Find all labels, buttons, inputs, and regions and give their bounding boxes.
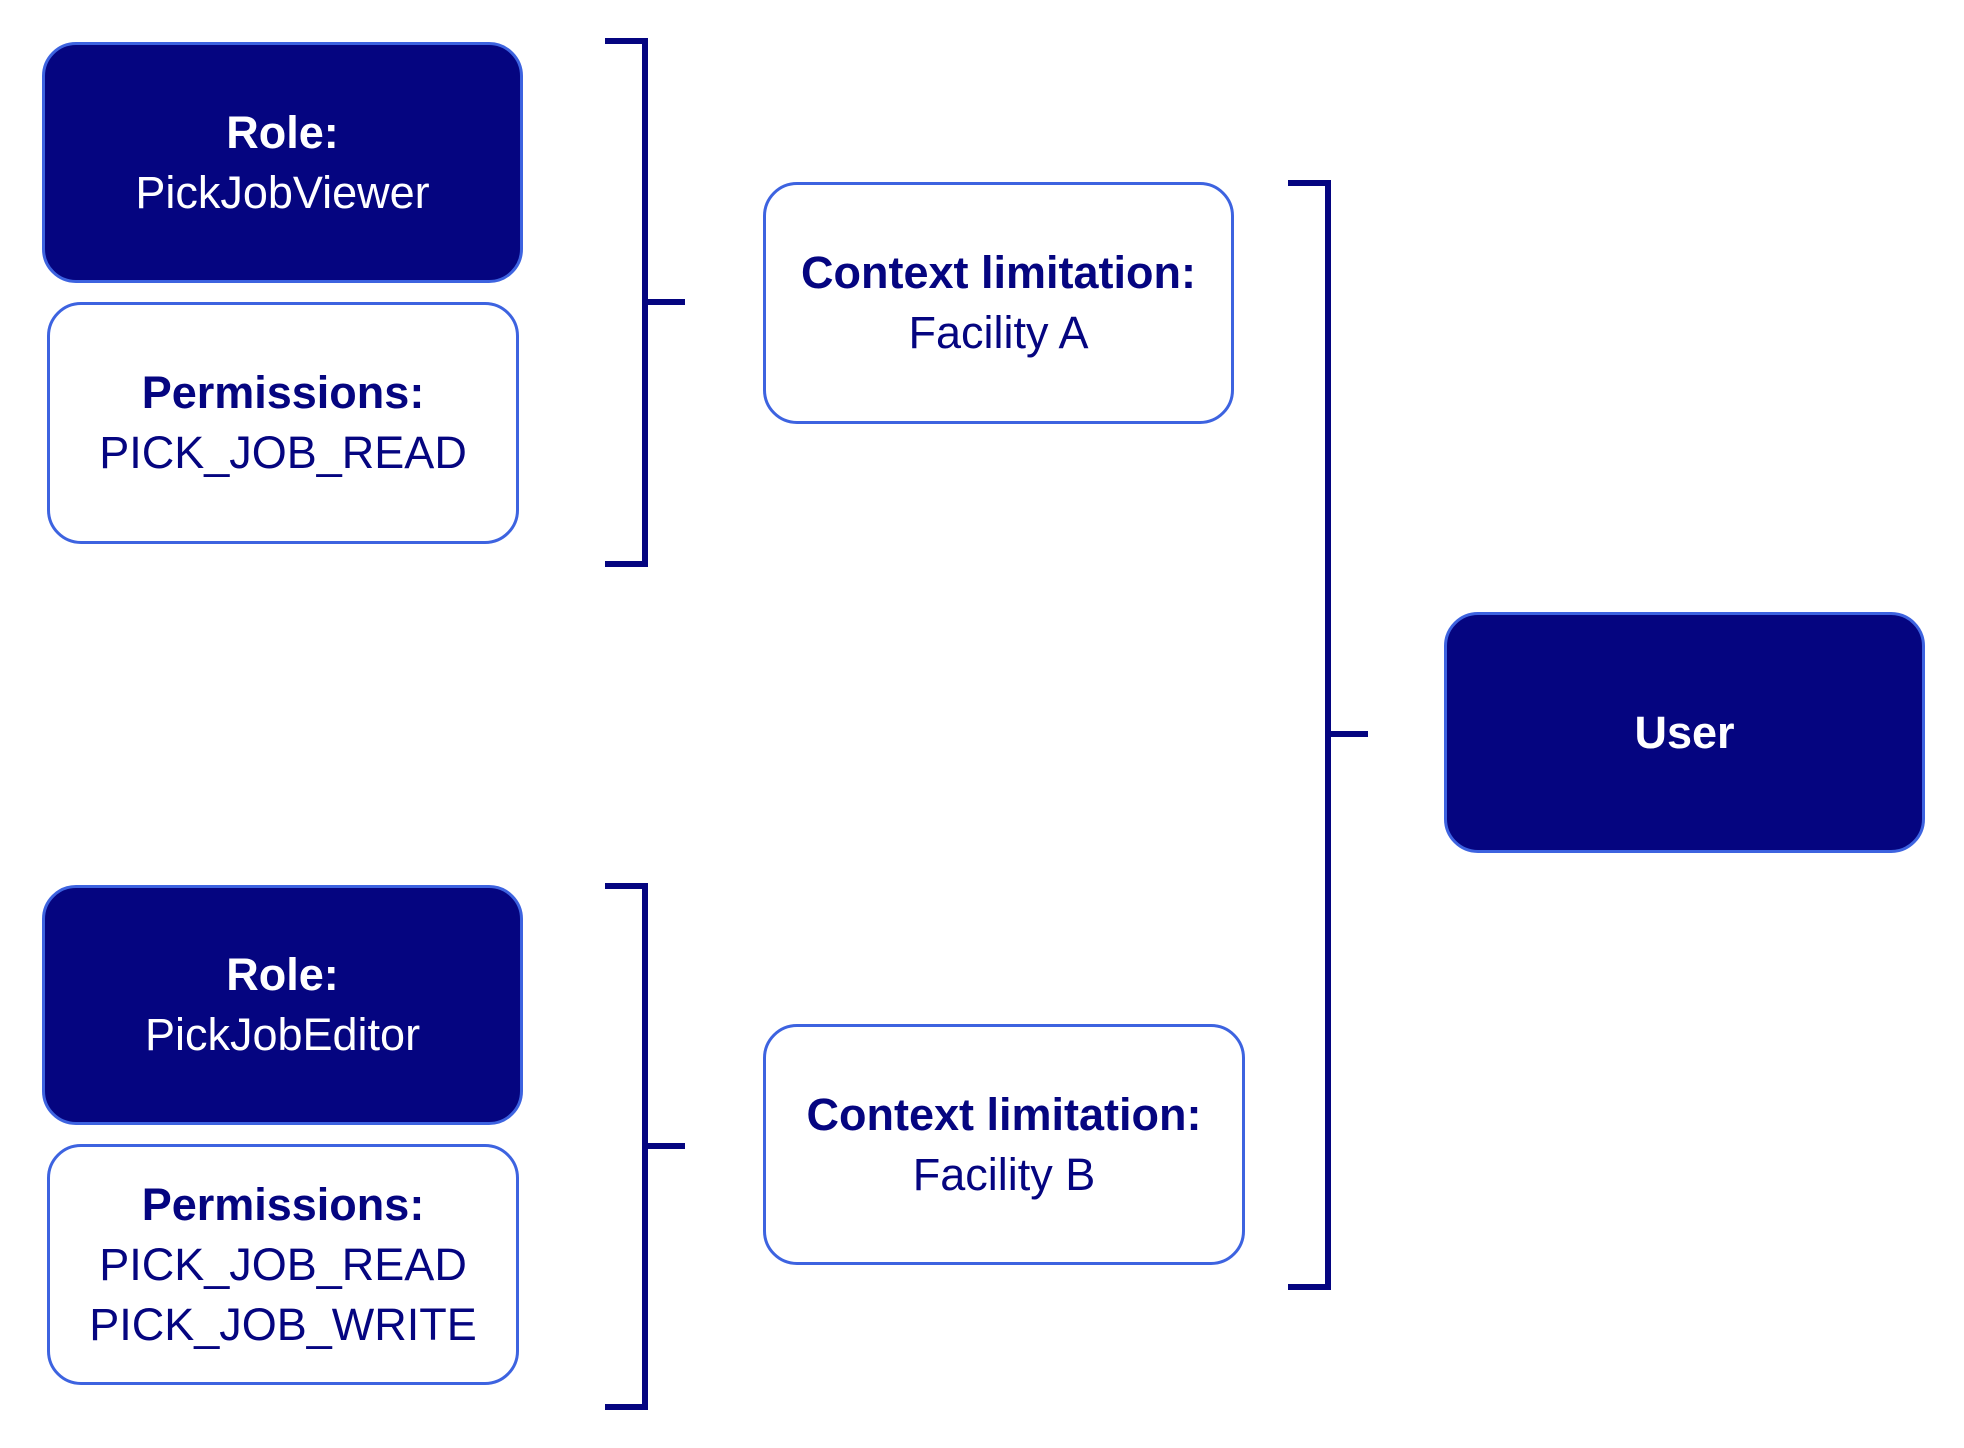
role-label: Role: [226, 106, 339, 158]
role-name: PickJobEditor [144, 1009, 421, 1060]
user-box: User [1444, 612, 1925, 853]
permission-item: PICK_JOB_WRITE [89, 1298, 477, 1350]
permission-item: PICK_JOB_READ [99, 427, 467, 478]
bracket-contexts [1288, 180, 1331, 1290]
permissions-label: Permissions: [141, 1178, 425, 1230]
role-name: PickJobViewer [135, 166, 430, 218]
permissions-label: Permissions: [141, 367, 425, 418]
context-value: Facility B [912, 1148, 1096, 1200]
role-label: Role: [226, 949, 339, 1000]
role-box-pickjobviewer: Role: PickJobViewer [42, 42, 523, 283]
bracket-group-2 [605, 883, 648, 1410]
permissions-box-pickjobeditor: Permissions: PICK_JOB_READ PICK_JOB_WRIT… [47, 1144, 519, 1385]
user-label: User [1634, 706, 1735, 758]
context-box-facility-b: Context limitation: Facility B [763, 1024, 1245, 1265]
context-label: Context limitation: [806, 1088, 1202, 1140]
context-box-facility-a: Context limitation: Facility A [763, 182, 1234, 424]
permissions-box-pickjobviewer: Permissions: PICK_JOB_READ [47, 302, 519, 544]
context-value: Facility A [908, 307, 1089, 358]
permission-item: PICK_JOB_READ [99, 1238, 467, 1290]
bracket-group-1 [605, 38, 648, 567]
role-box-pickjobeditor: Role: PickJobEditor [42, 885, 523, 1125]
context-label: Context limitation: [801, 247, 1196, 298]
